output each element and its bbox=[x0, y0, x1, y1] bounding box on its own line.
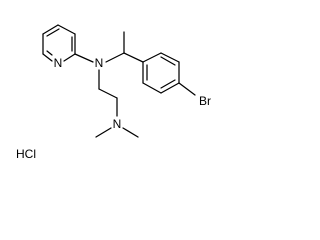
bond bbox=[57, 24, 76, 35]
double-bond bbox=[46, 28, 60, 37]
bond bbox=[42, 53, 53, 62]
pyridine-nitrogen-label: N bbox=[54, 56, 63, 70]
bond bbox=[142, 82, 162, 94]
dimethylamine-nitrogen-label: N bbox=[113, 117, 122, 131]
bond bbox=[74, 53, 94, 63]
bond bbox=[42, 24, 59, 35]
chemical-structure: N N N Br HCl bbox=[16, 24, 211, 161]
bond bbox=[105, 52, 125, 63]
double-bond bbox=[160, 56, 176, 66]
bond bbox=[178, 82, 196, 96]
double-bond bbox=[46, 50, 53, 56]
amine-nitrogen-label: N bbox=[95, 56, 104, 70]
bond bbox=[95, 127, 112, 138]
bromophenyl-ring bbox=[142, 52, 180, 94]
bond bbox=[98, 88, 118, 99]
bond bbox=[142, 52, 162, 63]
bond bbox=[160, 82, 180, 94]
hcl-counter-ion: HCl bbox=[16, 147, 36, 161]
pyridine-ring bbox=[42, 24, 76, 62]
bond bbox=[160, 52, 180, 63]
bond bbox=[122, 127, 139, 138]
double-bond bbox=[160, 79, 176, 89]
bromine-label: Br bbox=[199, 94, 211, 108]
bond bbox=[63, 53, 76, 62]
bond bbox=[123, 52, 144, 63]
